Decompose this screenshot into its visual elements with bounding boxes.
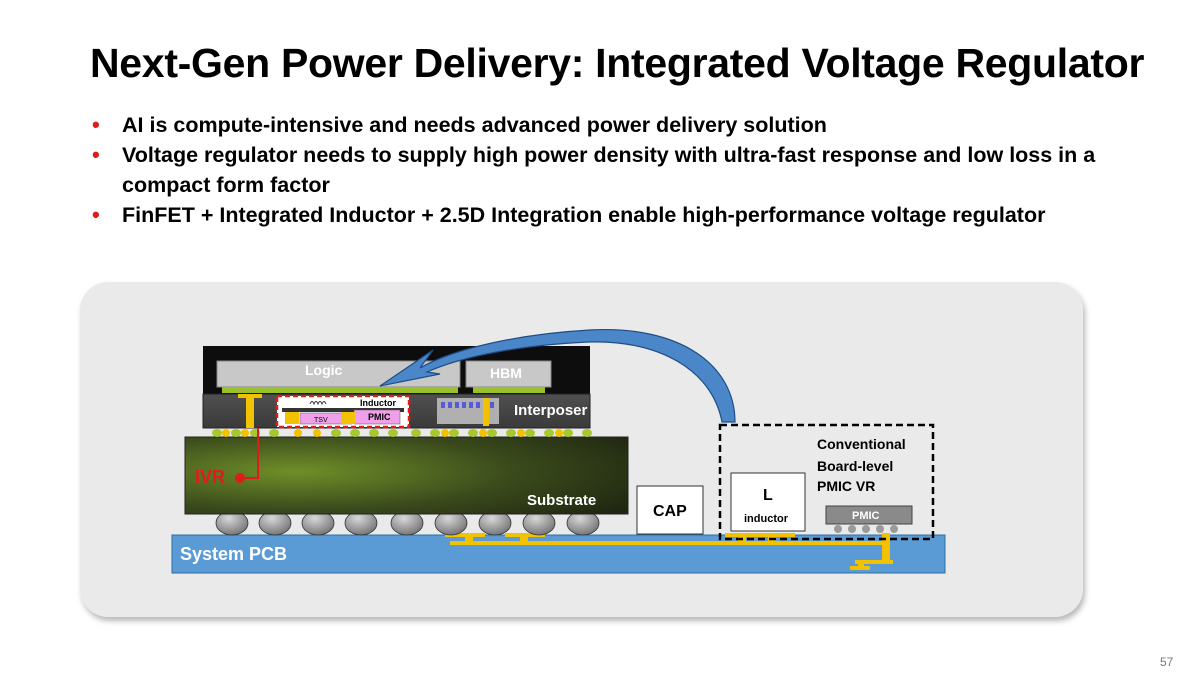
substrate-label: Substrate <box>527 492 596 509</box>
hbm-label: HBM <box>490 365 522 381</box>
bullet-icon: • <box>92 142 100 167</box>
board-inductor <box>730 472 806 532</box>
bullet-text: AI is compute-intensive and needs advanc… <box>122 113 827 137</box>
conventional-label-3: PMIC VR <box>817 478 875 494</box>
board-inductor-label: L <box>763 487 773 504</box>
ivr-label: IVR <box>195 467 225 487</box>
bullet-icon: • <box>92 202 100 227</box>
bullet-item: • FinFET + Integrated Inductor + 2.5D Int… <box>88 200 1148 230</box>
cap-component <box>636 485 704 535</box>
inductor-layer <box>282 399 404 408</box>
board-pmic-balls <box>834 525 898 533</box>
solder-balls <box>215 510 600 536</box>
hbm-die <box>465 360 552 388</box>
system-pcb <box>171 534 946 574</box>
bullet-list: • AI is compute-intensive and needs advan… <box>88 110 1148 230</box>
logic-bump-row <box>222 387 458 393</box>
board-pmic <box>825 505 913 525</box>
logic-label: Logic <box>305 362 343 378</box>
page-title: Next-Gen Power Delivery: Integrated Volt… <box>90 40 1145 86</box>
conventional-label-1: Conventional <box>817 436 906 452</box>
micro-bumps <box>212 429 592 437</box>
bullet-item: • Voltage regulator needs to supply high … <box>88 140 1148 200</box>
bullet-icon: • <box>92 112 100 137</box>
conventional-label-2: Board-level <box>817 458 893 474</box>
interposer-label: Interposer <box>514 402 588 419</box>
inductor-coil-icon <box>309 401 327 406</box>
tsv-label: TSV <box>314 417 328 424</box>
ivr-pmic-label: PMIC <box>368 412 391 422</box>
ivr-block: Inductor PMIC TSV <box>275 394 411 429</box>
page-number: 57 <box>1160 655 1174 669</box>
system-pcb-label: System PCB <box>180 544 287 564</box>
interposer-routing <box>238 394 499 428</box>
cap-label: CAP <box>653 503 687 520</box>
ivr-pointer <box>235 428 259 483</box>
board-pmic-label: PMIC <box>852 510 880 522</box>
bullet-text: Voltage regulator needs to supply high p… <box>122 143 1096 197</box>
board-inductor-sublabel: inductor <box>744 513 789 525</box>
bullet-text: FinFET + Integrated Inductor + 2.5D Inte… <box>122 203 1046 227</box>
migration-arrow-icon <box>379 328 736 423</box>
inductor-label: Inductor <box>360 398 396 408</box>
conventional-vr-box <box>718 423 935 541</box>
hbm-bump-row <box>473 387 545 393</box>
bullet-item: • AI is compute-intensive and needs advan… <box>88 110 1148 140</box>
